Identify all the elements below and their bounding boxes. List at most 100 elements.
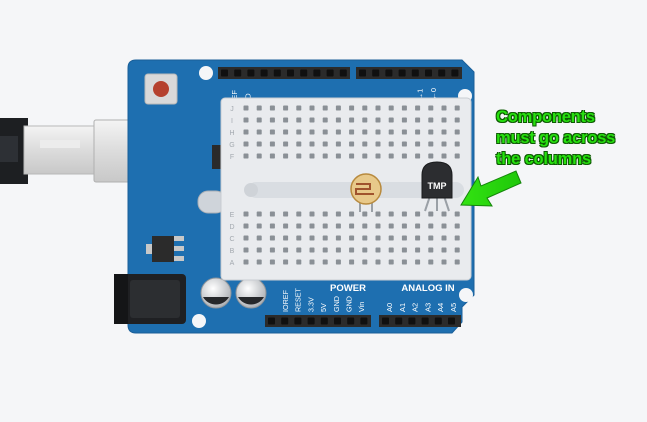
breadboard-hole[interactable]	[269, 153, 275, 159]
breadboard-hole[interactable]	[428, 141, 434, 147]
breadboard-hole[interactable]	[335, 117, 341, 123]
breadboard-hole[interactable]	[269, 105, 275, 111]
breadboard-hole[interactable]	[335, 105, 341, 111]
breadboard-hole[interactable]	[243, 153, 249, 159]
photoresistor[interactable]	[350, 173, 382, 212]
breadboard-hole[interactable]	[401, 117, 407, 123]
breadboard-hole[interactable]	[454, 141, 460, 147]
breadboard-hole[interactable]	[349, 211, 355, 217]
header-pin[interactable]	[300, 69, 308, 77]
breadboard-hole[interactable]	[415, 153, 421, 159]
breadboard-hole[interactable]	[269, 247, 275, 253]
breadboard-hole[interactable]	[441, 153, 447, 159]
breadboard-hole[interactable]	[454, 117, 460, 123]
breadboard-hole[interactable]	[415, 129, 421, 135]
breadboard-hole[interactable]	[322, 141, 328, 147]
breadboard-hole[interactable]	[283, 211, 289, 217]
header-pin[interactable]	[398, 69, 406, 77]
header-pin[interactable]	[268, 317, 275, 325]
breadboard-hole[interactable]	[362, 141, 368, 147]
breadboard-hole[interactable]	[296, 105, 302, 111]
breadboard-hole[interactable]	[415, 259, 421, 265]
breadboard-hole[interactable]	[388, 117, 394, 123]
breadboard-hole[interactable]	[362, 129, 368, 135]
breadboard-hole[interactable]	[388, 259, 394, 265]
breadboard-hole[interactable]	[269, 117, 275, 123]
breadboard-hole[interactable]	[441, 223, 447, 229]
header-pin[interactable]	[334, 317, 341, 325]
reset-button[interactable]	[144, 73, 178, 105]
breadboard-hole[interactable]	[243, 235, 249, 241]
breadboard-hole[interactable]	[269, 223, 275, 229]
breadboard-hole[interactable]	[415, 117, 421, 123]
breadboard-hole[interactable]	[401, 105, 407, 111]
header-pin[interactable]	[360, 317, 368, 325]
header-pin[interactable]	[260, 69, 268, 77]
header-pin[interactable]	[385, 69, 393, 77]
breadboard-hole[interactable]	[375, 247, 381, 253]
breadboard-hole[interactable]	[415, 223, 421, 229]
header-pin[interactable]	[451, 69, 459, 77]
breadboard-hole[interactable]	[401, 141, 407, 147]
breadboard-hole[interactable]	[335, 211, 341, 217]
breadboard-hole[interactable]	[441, 211, 447, 217]
breadboard-hole[interactable]	[428, 129, 434, 135]
breadboard-hole[interactable]	[401, 211, 407, 217]
breadboard-hole[interactable]	[296, 259, 302, 265]
header-pin[interactable]	[425, 69, 432, 77]
breadboard-hole[interactable]	[335, 259, 341, 265]
header-pin[interactable]	[408, 317, 416, 325]
header-pin[interactable]	[313, 69, 321, 77]
breadboard-hole[interactable]	[388, 223, 394, 229]
breadboard-hole[interactable]	[283, 247, 289, 253]
breadboard-hole[interactable]	[388, 211, 394, 217]
header-pin[interactable]	[395, 317, 403, 325]
breadboard-hole[interactable]	[256, 235, 262, 241]
breadboard-hole[interactable]	[428, 211, 434, 217]
header-pin[interactable]	[320, 317, 328, 325]
breadboard-hole[interactable]	[309, 259, 315, 265]
breadboard-hole[interactable]	[349, 235, 355, 241]
breadboard-hole[interactable]	[309, 153, 315, 159]
breadboard-hole[interactable]	[309, 211, 315, 217]
breadboard-hole[interactable]	[349, 259, 355, 265]
breadboard-hole[interactable]	[388, 235, 394, 241]
header-pin[interactable]	[421, 317, 429, 325]
breadboard-hole[interactable]	[441, 141, 447, 147]
breadboard-hole[interactable]	[256, 153, 262, 159]
breadboard-hole[interactable]	[256, 117, 262, 123]
breadboard-hole[interactable]	[375, 235, 381, 241]
breadboard-hole[interactable]	[415, 141, 421, 147]
header-pin[interactable]	[372, 69, 380, 77]
breadboard-hole[interactable]	[269, 141, 275, 147]
header-pin[interactable]	[247, 69, 255, 77]
breadboard-hole[interactable]	[401, 223, 407, 229]
breadboard-hole[interactable]	[388, 129, 394, 135]
breadboard-hole[interactable]	[296, 117, 302, 123]
breadboard-hole[interactable]	[243, 129, 249, 135]
breadboard-hole[interactable]	[243, 117, 249, 123]
breadboard-hole[interactable]	[388, 105, 394, 111]
breadboard-hole[interactable]	[269, 235, 275, 241]
breadboard-hole[interactable]	[401, 247, 407, 253]
breadboard-hole[interactable]	[441, 105, 447, 111]
header-pin[interactable]	[448, 317, 455, 325]
breadboard-hole[interactable]	[375, 211, 381, 217]
breadboard-hole[interactable]	[349, 223, 355, 229]
breadboard-hole[interactable]	[441, 259, 447, 265]
header-pin[interactable]	[234, 69, 242, 77]
breadboard-hole[interactable]	[322, 259, 328, 265]
breadboard-hole[interactable]	[296, 235, 302, 241]
breadboard-hole[interactable]	[256, 105, 262, 111]
breadboard-hole[interactable]	[454, 153, 460, 159]
breadboard-hole[interactable]	[322, 129, 328, 135]
breadboard-hole[interactable]	[362, 235, 368, 241]
breadboard-hole[interactable]	[256, 211, 262, 217]
breadboard-hole[interactable]	[322, 153, 328, 159]
breadboard-hole[interactable]	[309, 105, 315, 111]
breadboard-hole[interactable]	[322, 235, 328, 241]
breadboard-hole[interactable]	[454, 223, 460, 229]
breadboard-hole[interactable]	[454, 211, 460, 217]
breadboard-hole[interactable]	[362, 153, 368, 159]
header-pin[interactable]	[359, 69, 366, 77]
